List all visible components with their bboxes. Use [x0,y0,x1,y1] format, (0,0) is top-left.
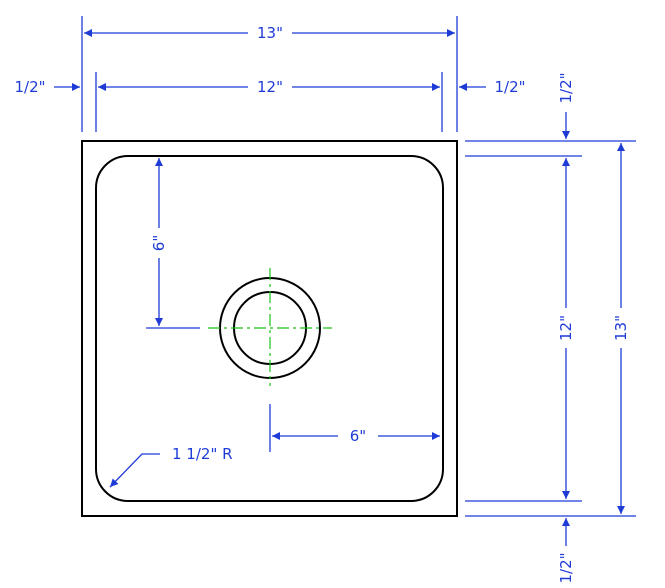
inner-depth-label: 12" [557,315,575,341]
left-flange-label: 1/2" [14,78,45,96]
bottom-flange-label: 1/2" [557,552,575,583]
overall-width-label: 13" [257,24,283,42]
inner-width-label: 12" [257,78,283,96]
drain-from-right-label: 6" [350,427,366,445]
overall-depth-label: 13" [612,315,630,341]
sink-outer-outline [81,140,458,517]
sink-bowl-outline [95,155,444,502]
corner-radius-label: 1 1/2" R [172,445,233,463]
top-flange-label: 1/2" [557,72,575,103]
drain-from-top-label: 6" [150,235,168,251]
corner-radius-leader [109,453,160,488]
right-flange-label: 1/2" [494,78,525,96]
